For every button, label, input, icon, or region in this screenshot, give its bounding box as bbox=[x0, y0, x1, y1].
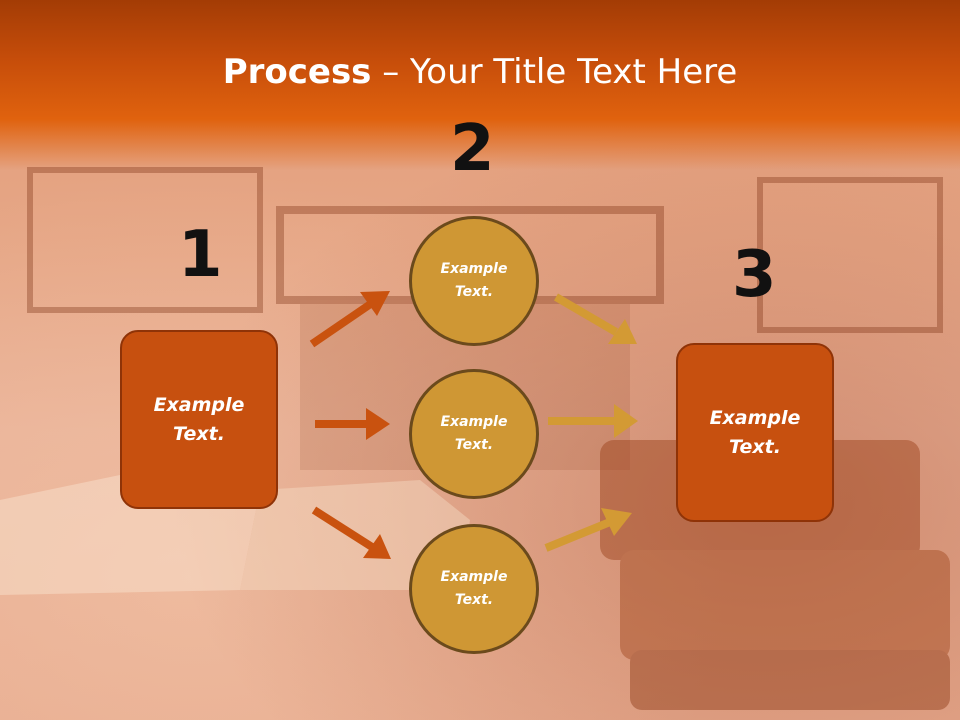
title-bold: Process bbox=[222, 52, 372, 92]
step-2-circle-top[interactable]: Example Text. bbox=[409, 216, 539, 346]
arrow-1-to-middle bbox=[315, 408, 390, 440]
arrow-middle-to-3 bbox=[548, 404, 638, 438]
arrow-1-to-top bbox=[309, 291, 390, 348]
step-number-2: 2 bbox=[450, 112, 495, 186]
title-rest: – Your Title Text Here bbox=[371, 52, 738, 92]
header-band bbox=[0, 0, 960, 170]
step-2-circle-bottom[interactable]: Example Text. bbox=[409, 524, 539, 654]
arrow-top-to-3 bbox=[553, 293, 637, 344]
step-1-box[interactable]: Example Text. bbox=[120, 330, 278, 509]
arrow-bottom-to-3 bbox=[544, 508, 632, 552]
step-3-box[interactable]: Example Text. bbox=[676, 343, 834, 522]
arrow-1-to-bottom bbox=[311, 506, 391, 559]
step-number-3: 3 bbox=[732, 238, 777, 312]
step-2-circle-middle[interactable]: Example Text. bbox=[409, 369, 539, 499]
step-number-1: 1 bbox=[178, 218, 223, 292]
slide-title: Process – Your Title Text Here bbox=[0, 52, 960, 92]
